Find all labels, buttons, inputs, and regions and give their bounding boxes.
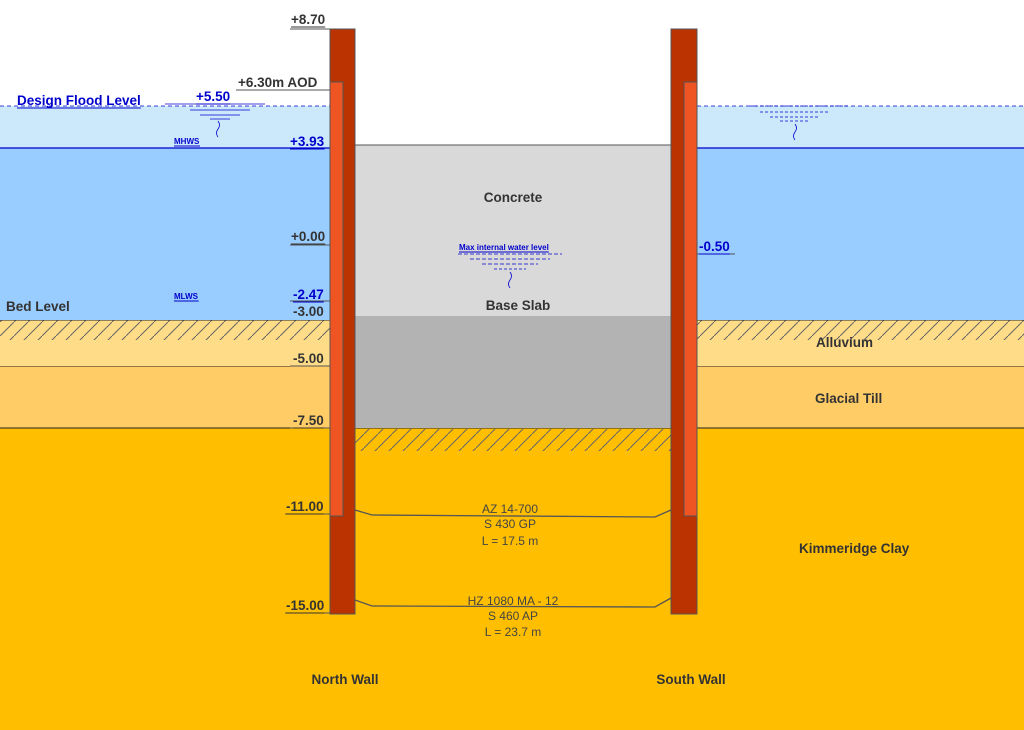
long-pile-section: HZ 1080 MA - 12: [468, 594, 559, 608]
base-slab: [355, 316, 671, 428]
glacial-till-layer-left: [0, 366, 330, 428]
design-flood-label: Design Flood Level: [17, 93, 141, 108]
short-pile-grade: S 430 GP: [484, 517, 536, 531]
mlws-label: MLWS: [174, 292, 199, 301]
level-top-pile: +8.70: [291, 12, 325, 27]
level-bed: -3.00: [293, 304, 324, 319]
short-pile-section: AZ 14-700: [482, 502, 538, 516]
level-aod: +6.30m AOD: [238, 75, 318, 90]
level-zero: +0.00: [291, 229, 325, 244]
bed-level-label: Bed Level: [6, 299, 70, 314]
flood-water-left: [0, 106, 330, 148]
kimmeridge-clay-label: Kimmeridge Clay: [799, 541, 910, 556]
glacial-till-label: Glacial Till: [815, 391, 882, 406]
max-internal-water-label: Max internal water level: [459, 243, 549, 252]
concrete-label: Concrete: [484, 190, 543, 205]
level-short-pile-toe: -11.00: [286, 499, 324, 514]
north-wall-short-pile: [329, 81, 344, 517]
water-level-symbol-internal: [458, 253, 562, 289]
kimmeridge-clay-layer: [0, 428, 1024, 730]
south-wall-label: South Wall: [656, 672, 725, 687]
south-wall-short-pile: [683, 81, 698, 517]
level-mhws: +3.93: [290, 134, 325, 149]
tidal-water-left: [0, 148, 330, 320]
level-till-base: -7.50: [293, 413, 324, 428]
tidal-water-right: [697, 148, 1024, 320]
alluvium-label: Alluvium: [816, 335, 873, 350]
water-level-symbol-south: [750, 105, 850, 141]
north-wall-label: North Wall: [312, 672, 379, 687]
long-pile-length: L = 23.7 m: [485, 625, 542, 639]
short-pile-length: L = 17.5 m: [482, 534, 539, 548]
pile-leader-long: [354, 597, 672, 608]
long-pile-grade: S 460 AP: [488, 609, 538, 623]
level-long-pile-toe: -15.00: [286, 598, 324, 613]
flood-water-right: [697, 106, 1024, 148]
level-flood: +5.50: [196, 89, 230, 104]
level-alluvium-base: -5.00: [293, 351, 324, 366]
mhws-label: MHWS: [174, 137, 200, 146]
level-mlws: -2.47: [293, 287, 324, 302]
base-slab-label: Base Slab: [486, 298, 551, 313]
pile-leader-short: [354, 509, 672, 518]
glacial-till-layer-right: [697, 366, 1024, 428]
concrete-fill: [355, 145, 671, 316]
level-south-water: -0.50: [699, 239, 730, 254]
